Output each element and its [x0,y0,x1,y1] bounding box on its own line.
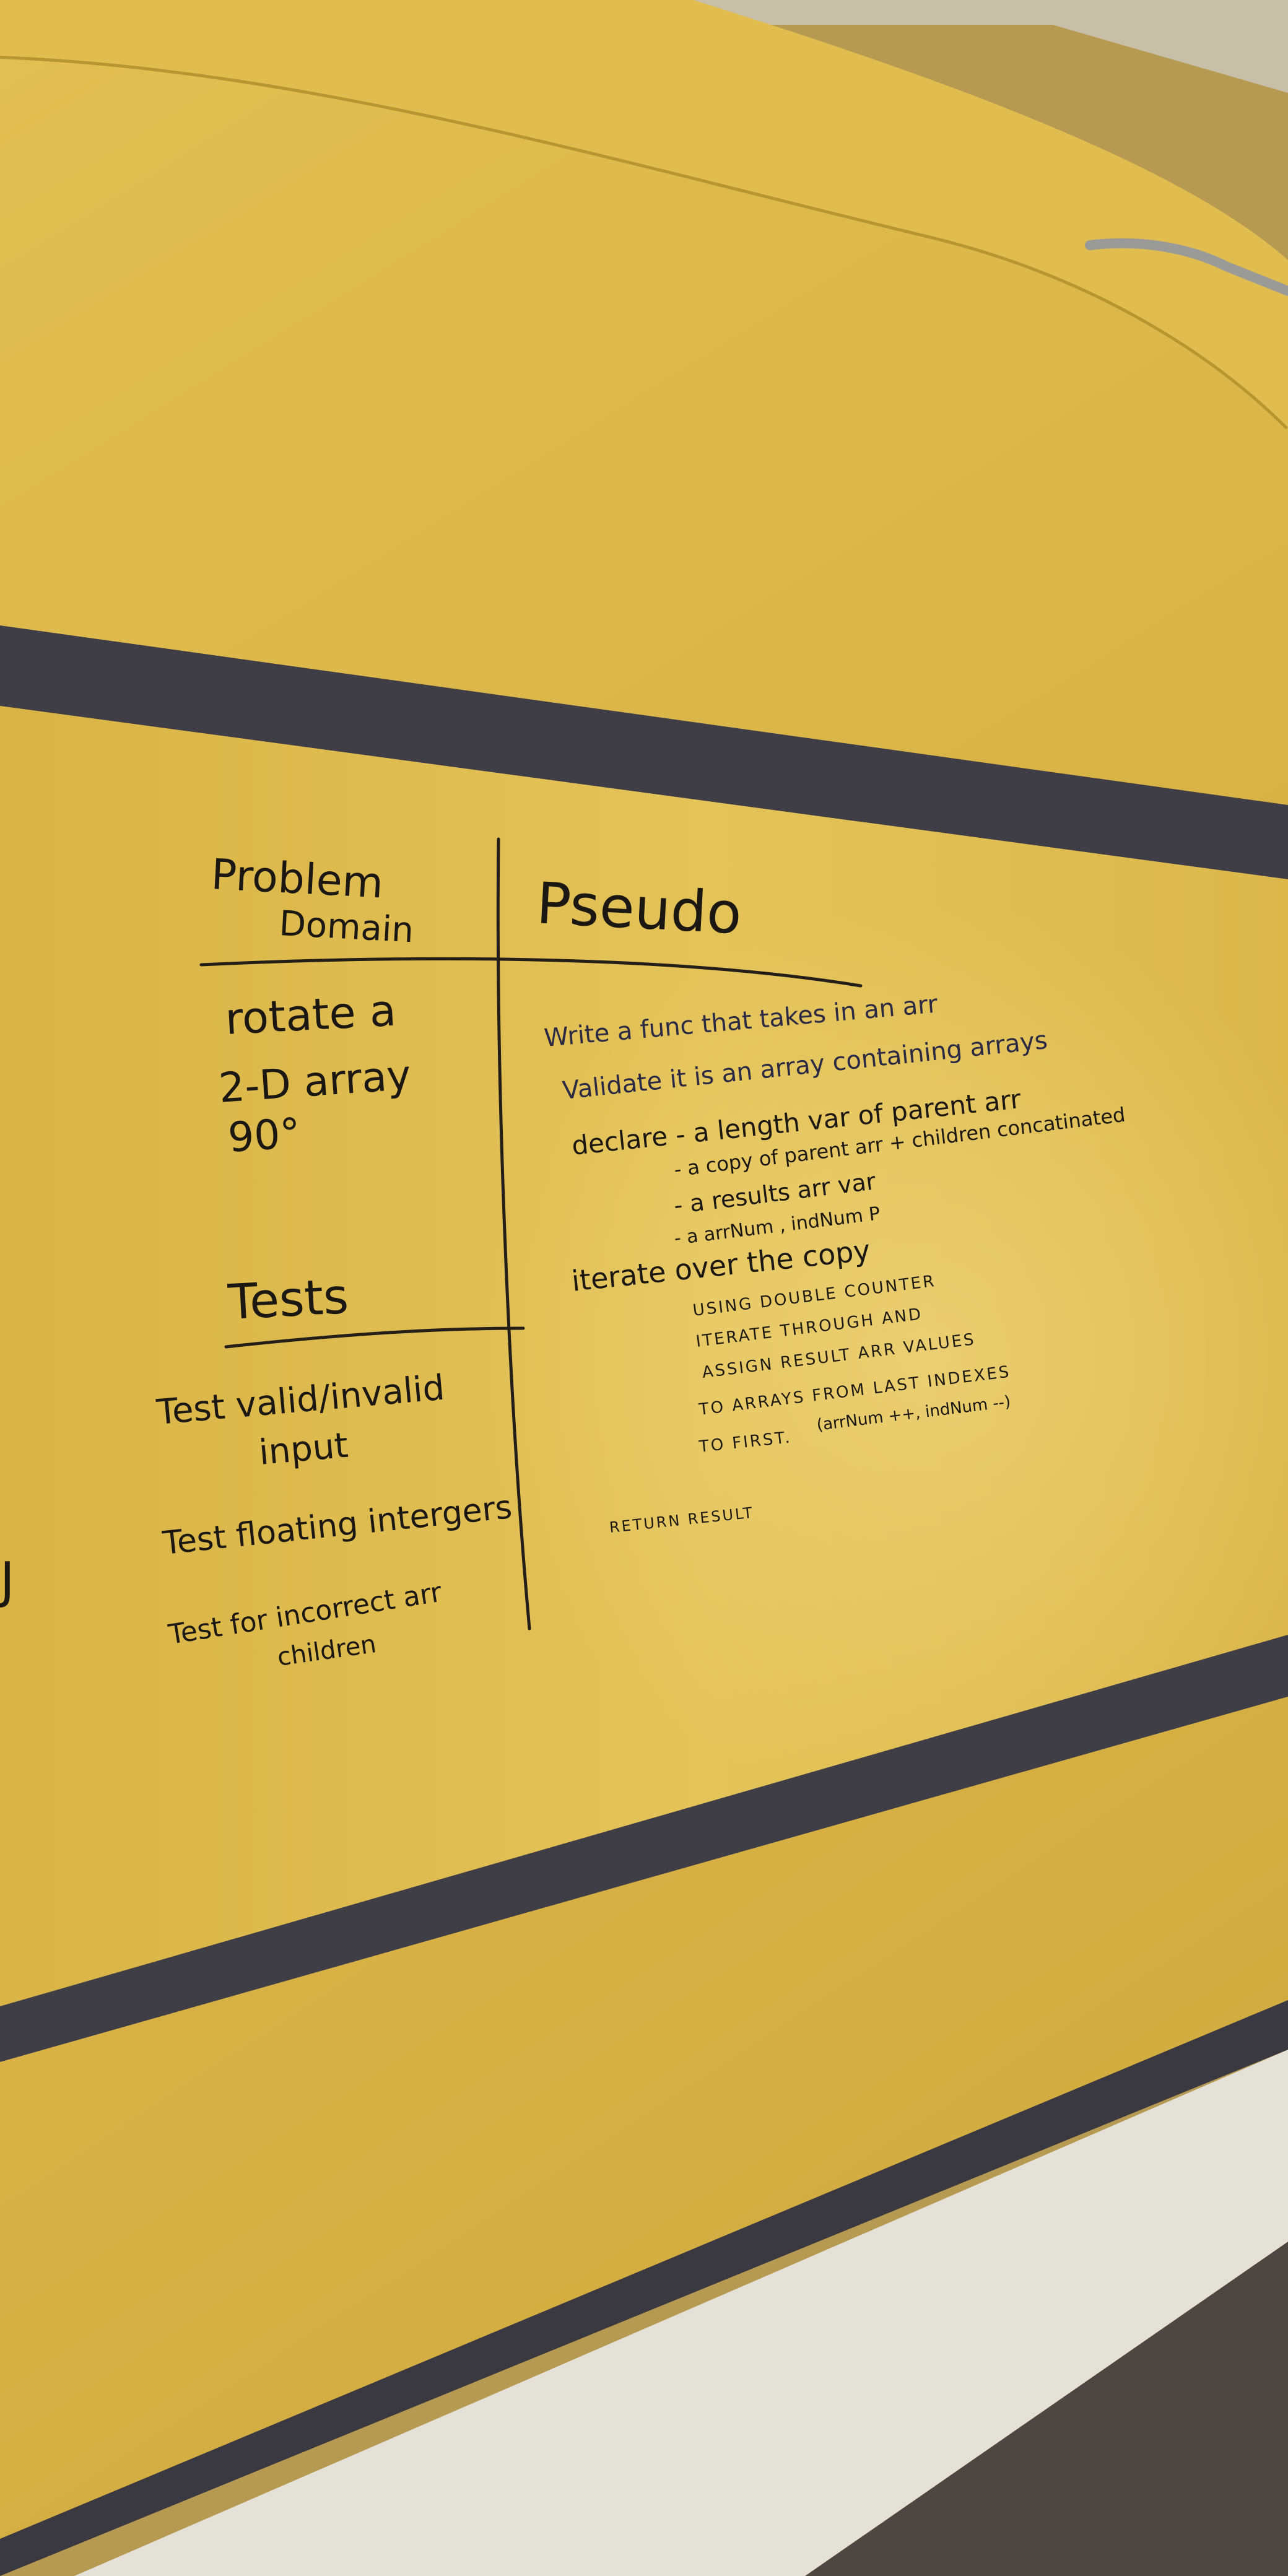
tests-underline [224,1326,525,1349]
top-panel-upper [0,0,1288,427]
whiteboard-glare [0,706,1288,2006]
tests-heading: Tests [226,1269,350,1331]
problem-domain-heading-line2: Domain [278,903,414,951]
pseudo-heading: Pseudo [535,870,744,947]
problem-line-1: rotate a [224,985,398,1045]
upper-trim [0,625,1288,879]
bottom-trim [0,2000,1288,2576]
header-underline [199,957,863,988]
tests-line-2: input [258,1425,350,1473]
vertical-divider [496,837,531,1630]
metal-handle [1085,238,1288,296]
floor-base [74,2050,1288,2576]
top-panel [0,56,1288,855]
problem-line-3: 90° [227,1109,302,1162]
bottom-panel [0,1697,1288,2539]
edge-mark: J [0,1552,15,1609]
problem-domain-heading-line1: Problem [210,850,385,908]
lower-trim [0,1635,1288,2062]
